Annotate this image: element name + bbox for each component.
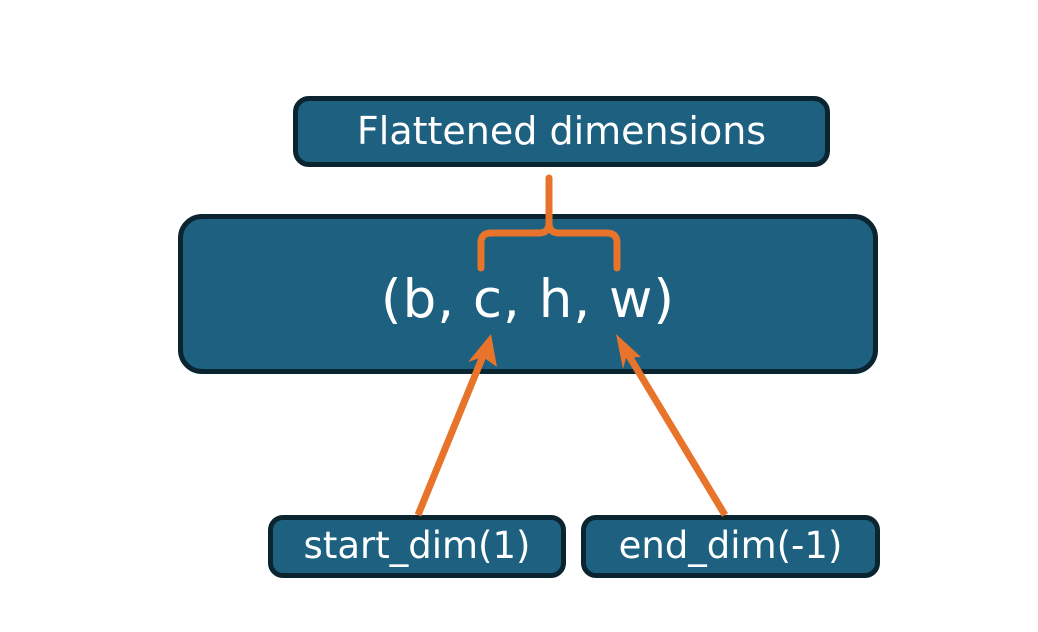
end-dim-box: end_dim(-1) [581, 515, 880, 578]
end-dim-label: end_dim(-1) [618, 524, 843, 568]
tensor-shape-label: (b, c, h, w) [380, 269, 676, 331]
start-dim-arrow-shaft [414, 354, 487, 517]
tensor-shape-box: (b, c, h, w) [178, 214, 878, 374]
start-dim-box: start_dim(1) [268, 515, 566, 578]
start-dim-label: start_dim(1) [303, 524, 531, 568]
flattened-dimensions-label: Flattened dimensions [356, 108, 767, 153]
flattened-dimensions-box: Flattened dimensions [293, 96, 830, 167]
end-dim-arrow-shaft [626, 354, 728, 517]
